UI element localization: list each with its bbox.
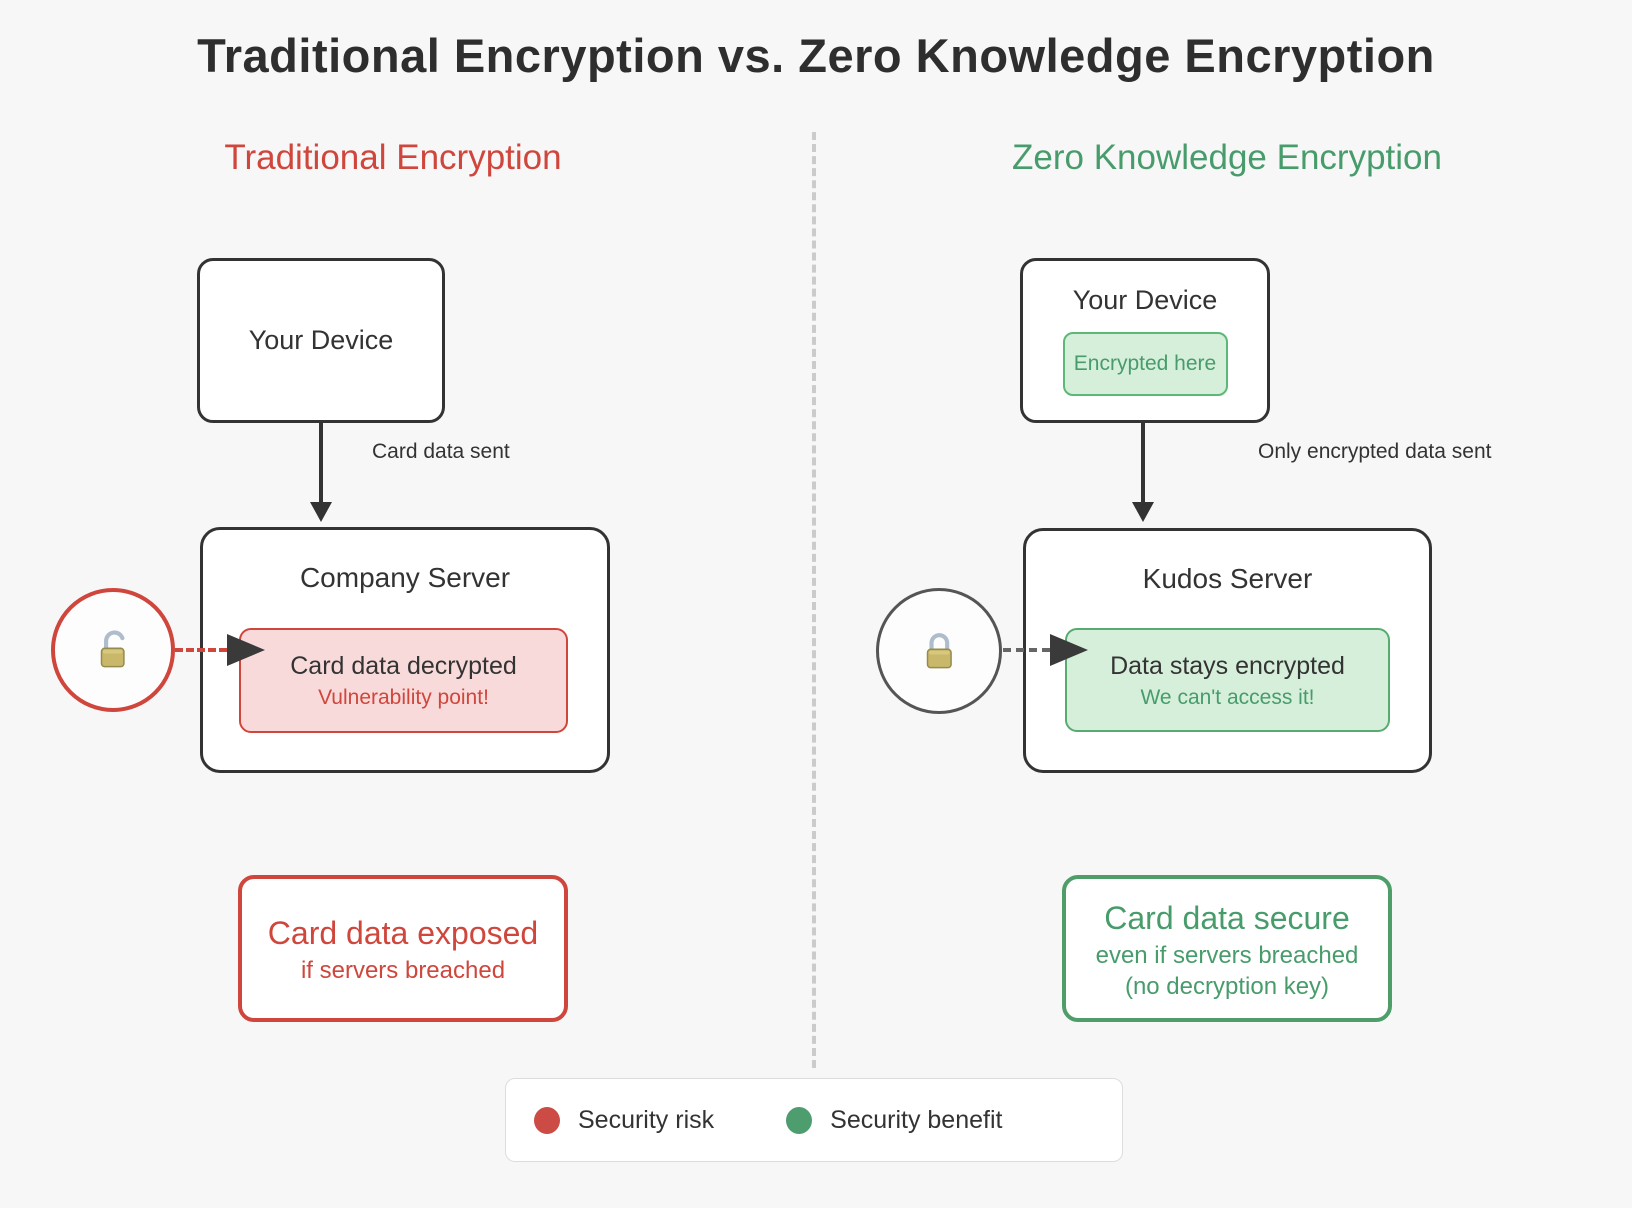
open-padlock-icon <box>100 630 125 668</box>
right-dashed-arrowhead-icon <box>1050 634 1088 666</box>
right-column-header: Zero Knowledge Encryption <box>1012 138 1442 177</box>
column-divider <box>812 132 816 1068</box>
kudos-server-benefit-box: Data stays encrypted We can't access it! <box>1065 628 1390 732</box>
encrypted-here-label: Encrypted here <box>1073 352 1217 375</box>
diagram-title: Traditional Encryption vs. Zero Knowledg… <box>197 29 1435 82</box>
left-flow-arrowhead-icon <box>310 502 332 522</box>
closed-lock-badge <box>876 588 1002 714</box>
kudos-server-title: Kudos Server <box>1142 563 1313 594</box>
left-column-header: Traditional Encryption <box>224 138 562 177</box>
left-flow-arrow-line <box>319 423 323 502</box>
company-server-title: Company Server <box>299 562 511 593</box>
legend-benefit-label: Security benefit <box>830 1105 1003 1134</box>
left-dashed-arrowhead-icon <box>227 634 265 666</box>
legend-risk-label: Security risk <box>578 1105 715 1134</box>
right-result-line3: (no decryption key) <box>1124 972 1330 1000</box>
company-server-risk-box: Card data decrypted Vulnerability point! <box>239 628 568 733</box>
benefit-box-line2: We can't access it! <box>1140 685 1315 709</box>
right-result-line2: even if servers breached <box>1095 941 1359 969</box>
right-device-node: Your Device Encrypted here <box>1020 258 1270 423</box>
right-flow-arrowhead-icon <box>1132 502 1154 522</box>
benefit-dot-icon <box>786 1106 813 1134</box>
risk-box-line1: Card data decrypted <box>290 652 517 680</box>
right-result-line1: Card data secure <box>1104 899 1350 936</box>
encrypted-here-box: Encrypted here <box>1062 332 1228 396</box>
left-dashed-arrow-line <box>175 648 227 652</box>
legend-item-benefit: Security benefit <box>786 1106 1002 1135</box>
open-lock-badge <box>51 588 175 712</box>
risk-dot-icon <box>534 1106 560 1134</box>
left-flow-label: Card data sent <box>372 440 510 463</box>
legend-item-risk: Security risk <box>534 1106 714 1135</box>
left-result-box: Card data exposed if servers breached <box>238 875 568 1022</box>
right-flow-label: Only encrypted data sent <box>1258 440 1492 463</box>
legend: Security risk Security benefit <box>505 1078 1123 1162</box>
left-result-line2: if servers breached <box>300 957 506 984</box>
left-device-label: Your Device <box>248 325 394 355</box>
left-result-line1: Card data exposed <box>267 915 539 951</box>
risk-box-line2: Vulnerability point! <box>318 686 489 709</box>
benefit-box-line1: Data stays encrypted <box>1110 651 1345 680</box>
right-dashed-arrow-line <box>1003 648 1050 652</box>
right-device-label: Your Device <box>1072 285 1218 315</box>
closed-padlock-icon <box>926 633 952 669</box>
right-flow-arrow-line <box>1141 423 1145 502</box>
right-result-box: Card data secure even if servers breache… <box>1062 875 1392 1022</box>
left-device-node: Your Device <box>197 258 445 423</box>
